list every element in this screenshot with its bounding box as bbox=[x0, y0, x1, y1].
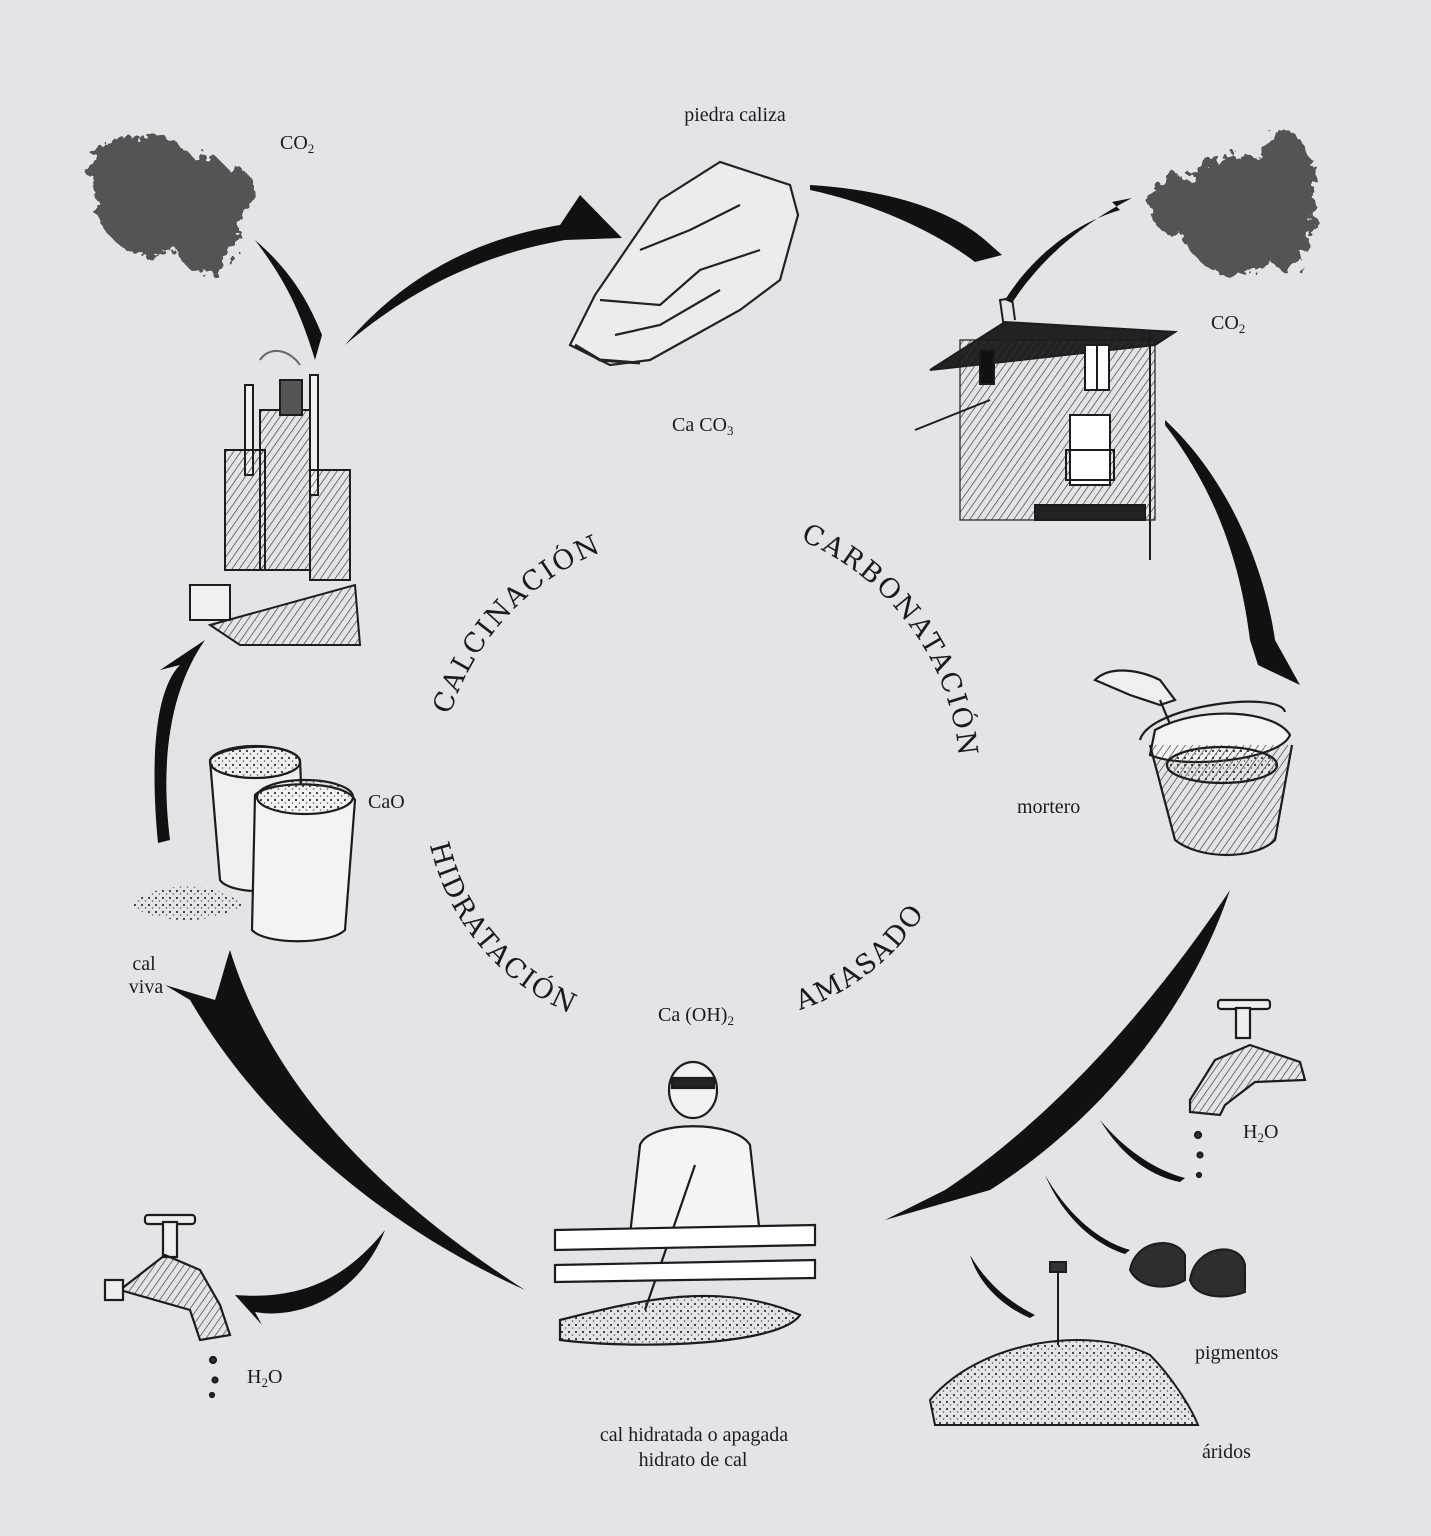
arrow-mortero-to-hydration bbox=[885, 890, 1230, 1220]
label-cal-hidratada-line2: hidrato de cal bbox=[638, 1449, 748, 1471]
house-icon bbox=[914, 296, 1179, 560]
label-cal-viva-line1: cal bbox=[132, 953, 156, 975]
label-co2-left: CO2 bbox=[280, 132, 315, 156]
worker-mixing-icon bbox=[553, 1060, 817, 1346]
stage-carbonatacion: CARBONATACIÓN bbox=[797, 518, 983, 759]
water-tap-right-icon bbox=[1188, 998, 1307, 1179]
arrow-aridos-to-mix bbox=[970, 1255, 1035, 1318]
arrow-rock-to-co2 bbox=[345, 195, 622, 345]
cycle-arrows bbox=[154, 185, 1300, 1325]
arrow-tap-to-mix bbox=[1100, 1120, 1185, 1182]
label-caoh2: Ca (OH)2 bbox=[658, 1004, 734, 1028]
co2-cloud-right-icon bbox=[1150, 130, 1315, 275]
label-piedra-caliza: piedra caliza bbox=[684, 104, 786, 126]
stage-amasado: AMASADO bbox=[790, 898, 931, 1017]
arrow-tap-to-hydration bbox=[235, 1230, 385, 1325]
arrow-house-to-mortero bbox=[1165, 420, 1300, 685]
arrow-rock-to-house bbox=[810, 185, 1002, 262]
label-cao: CaO bbox=[368, 791, 405, 813]
aggregate-pile-icon bbox=[928, 1261, 1200, 1426]
stage-calcinacion: CALCINACIÓN bbox=[427, 529, 606, 718]
arrow-cao-to-hydration bbox=[165, 950, 525, 1290]
water-tap-left-icon bbox=[103, 1213, 232, 1399]
label-h2o-right: H2O bbox=[1243, 1121, 1279, 1145]
label-aridos: áridos bbox=[1202, 1441, 1251, 1463]
mortar-bucket-icon bbox=[1093, 669, 1294, 856]
label-mortero: mortero bbox=[1017, 796, 1081, 818]
factory-icon bbox=[189, 350, 362, 646]
label-h2o-left: H2O bbox=[247, 1366, 283, 1390]
lime-sacks-icon bbox=[130, 744, 357, 943]
pigments-icon bbox=[1128, 1242, 1246, 1298]
arrow-pigments-to-mix bbox=[1045, 1175, 1130, 1254]
stage-hidratacion: HIDRATACIÓN bbox=[423, 839, 582, 1021]
label-caco3: Ca CO3 bbox=[672, 414, 734, 438]
arrow-house-to-co2 bbox=[1005, 198, 1132, 303]
arrow-factory-to-cao bbox=[154, 640, 205, 843]
label-co2-right: CO2 bbox=[1211, 312, 1246, 336]
co2-cloud-left-icon bbox=[90, 135, 253, 275]
limestone-rock-icon bbox=[568, 160, 800, 367]
label-pigmentos: pigmentos bbox=[1195, 1342, 1279, 1364]
label-cal-hidratada-line1: cal hidratada o apagada bbox=[599, 1424, 789, 1446]
label-cal-viva-line2: viva bbox=[128, 976, 164, 998]
arrow-factory-to-co2 bbox=[255, 240, 322, 360]
